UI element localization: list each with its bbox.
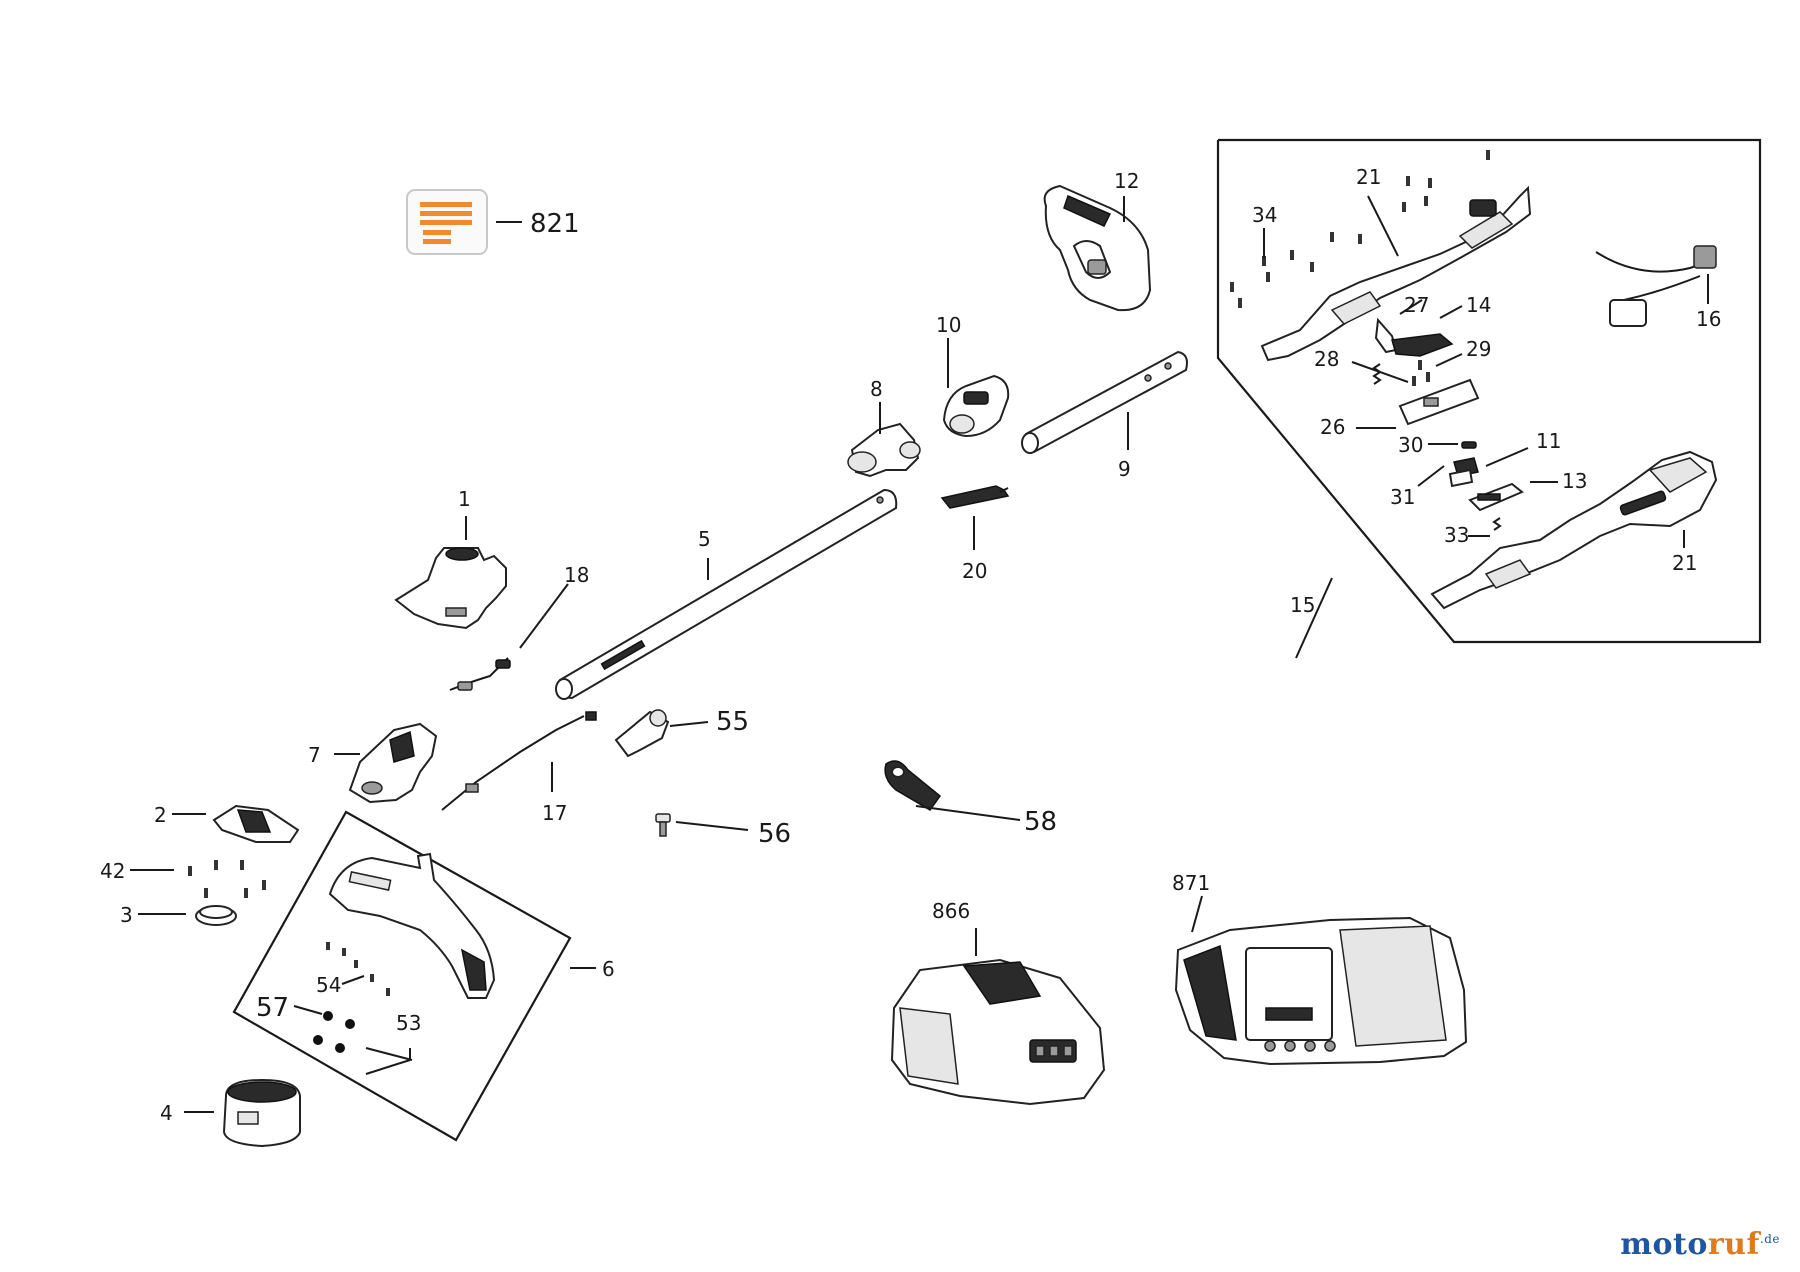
part-9-upper-shaft[interactable]	[1021, 350, 1188, 454]
brand-suffix: .de	[1759, 1232, 1780, 1246]
callout-9: 9	[1118, 457, 1131, 481]
callout-10: 10	[936, 313, 961, 337]
callout-16: 16	[1696, 307, 1721, 331]
callout-12: 12	[1114, 169, 1139, 193]
part-30-spring[interactable]	[1461, 441, 1477, 449]
part-31-spring[interactable]	[1448, 468, 1474, 488]
part-2-head-base[interactable]	[212, 804, 300, 843]
part-42-screws[interactable]	[188, 860, 266, 898]
part-871-battery-charger[interactable]	[1174, 916, 1468, 1066]
callout-54: 54	[316, 973, 341, 997]
part-12-rear-handle[interactable]	[1043, 184, 1152, 312]
part-58-strap-clip[interactable]	[884, 760, 942, 811]
callout-26: 26	[1320, 415, 1345, 439]
part-15-handle-assembly-frame	[1216, 138, 1762, 644]
callout-33: 33	[1444, 523, 1469, 547]
part-55-shaft-coupler[interactable]	[614, 709, 670, 758]
part-7-motor[interactable]	[348, 722, 438, 804]
part-821-label-sticker[interactable]	[406, 189, 488, 255]
callout-17: 17	[542, 801, 567, 825]
part-34-screws[interactable]	[1230, 150, 1490, 308]
part-6-guard-assembly-frame	[232, 810, 572, 1142]
part-57-nuts[interactable]	[313, 1011, 355, 1053]
callout-821: 821	[530, 209, 580, 239]
callout-55: 55	[716, 707, 749, 737]
part-21-handle-housing-right[interactable]	[1430, 450, 1718, 610]
part-21-handle-housing-left[interactable]	[1260, 185, 1532, 362]
part-3-ring[interactable]	[195, 905, 237, 926]
part-26-switch[interactable]	[1398, 378, 1480, 426]
callout-58: 58	[1024, 807, 1057, 837]
callout-21-bottom: 21	[1672, 551, 1697, 575]
part-13-button[interactable]	[1468, 482, 1524, 512]
callout-5: 5	[698, 527, 711, 551]
brand-logo[interactable]: motoruf.de	[1620, 1227, 1780, 1262]
callout-18: 18	[564, 563, 589, 587]
part-28-spring[interactable]	[1372, 363, 1382, 385]
part-29-screw[interactable]	[1412, 360, 1430, 386]
part-17-lead-wire[interactable]	[441, 711, 597, 811]
callout-13: 13	[1562, 469, 1587, 493]
callout-15: 15	[1290, 593, 1315, 617]
callout-53: 53	[396, 1011, 421, 1035]
callout-30: 30	[1398, 433, 1423, 457]
part-5-lower-shaft[interactable]	[555, 488, 898, 700]
part-20-cable-clip[interactable]	[940, 485, 1010, 509]
callout-27: 27	[1404, 293, 1429, 317]
callout-2: 2	[154, 803, 167, 827]
part-8-handle-clamp[interactable]	[847, 422, 921, 478]
brand-name-orange: ruf	[1707, 1227, 1760, 1262]
callout-1: 1	[458, 487, 471, 511]
callout-29: 29	[1466, 337, 1491, 361]
callout-56: 56	[758, 819, 791, 849]
callout-8: 8	[870, 377, 883, 401]
callout-31: 31	[1390, 485, 1415, 509]
callout-20: 20	[962, 559, 987, 583]
part-866-battery-pack[interactable]	[890, 958, 1106, 1106]
callout-871: 871	[1172, 871, 1210, 895]
part-18-wire-connector[interactable]	[449, 657, 511, 691]
part-54-screws[interactable]	[326, 942, 390, 996]
part-16-wiring-harness[interactable]	[1595, 245, 1717, 327]
callout-6: 6	[602, 957, 615, 981]
brand-name-blue: moto	[1620, 1227, 1708, 1262]
part-10-handle-clamp[interactable]	[942, 374, 1010, 438]
callout-21-top: 21	[1356, 165, 1381, 189]
callout-34: 34	[1252, 203, 1277, 227]
part-56-bolt[interactable]	[655, 813, 671, 837]
part-6-guard[interactable]	[328, 852, 496, 999]
part-27-lock-off-lever[interactable]	[1374, 317, 1398, 354]
callout-3: 3	[120, 903, 133, 927]
callout-28: 28	[1314, 347, 1339, 371]
part-4-spool-cap[interactable]	[222, 1078, 301, 1148]
callout-4: 4	[160, 1101, 173, 1125]
callout-11: 11	[1536, 429, 1561, 453]
callout-866: 866	[932, 899, 970, 923]
callout-57: 57	[256, 993, 289, 1023]
callout-42: 42	[100, 859, 125, 883]
callout-14: 14	[1466, 293, 1491, 317]
callout-7: 7	[308, 743, 321, 767]
part-33-spring[interactable]	[1492, 517, 1502, 531]
part-14-trigger[interactable]	[1391, 333, 1454, 357]
part-1-motor-housing[interactable]	[394, 547, 507, 630]
